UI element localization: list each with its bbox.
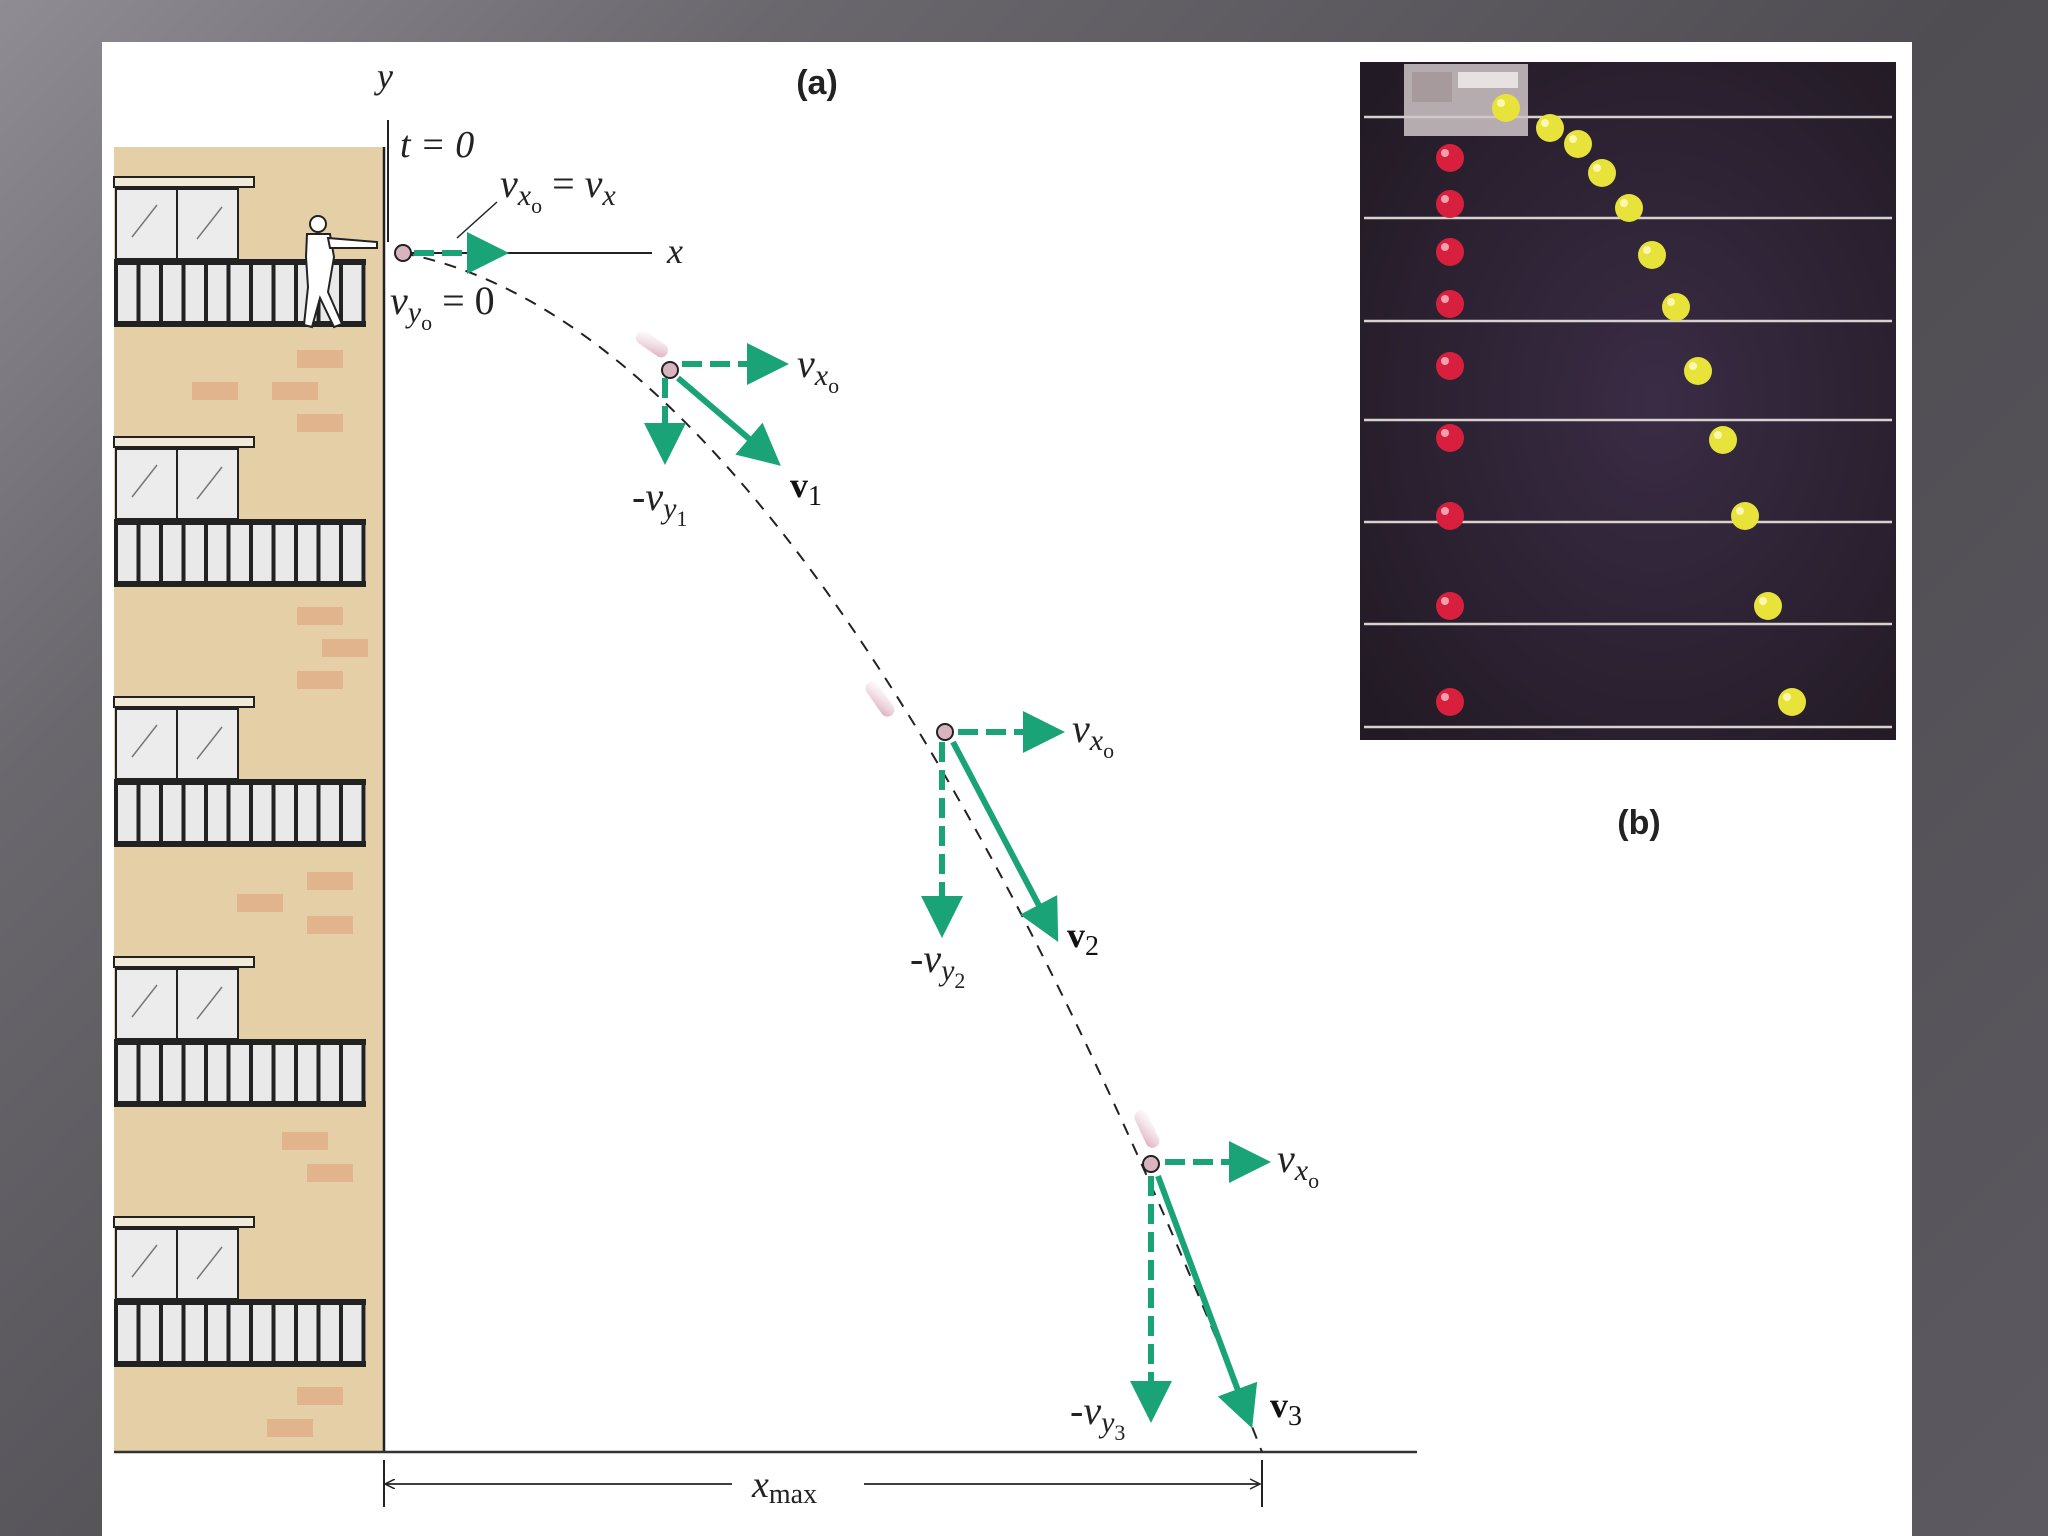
- photo-grid-lines: [1364, 115, 1892, 729]
- axis-y-label: y: [374, 56, 393, 96]
- trajectory-point-3: vxo -vy3 v3: [1070, 1110, 1319, 1445]
- trajectory-curve: [401, 252, 1263, 1453]
- ball-point-3: [1142, 1155, 1160, 1173]
- axis-x-label: x: [666, 231, 683, 271]
- vx0-leader-line: [456, 201, 498, 239]
- panel-b-label: (b): [1617, 804, 1660, 842]
- balcony-3: [113, 696, 366, 847]
- building: [113, 147, 386, 1452]
- vx-label-1: vxo: [797, 341, 839, 398]
- ball-point-1: [661, 361, 679, 379]
- projectile-figure: xmax y x (a) t = 0 vxo=vx vyo= 0 vxo -vy…: [113, 56, 1896, 1510]
- panel-a-label: (a): [796, 64, 838, 102]
- v-arrow-2: [950, 740, 1059, 942]
- balcony-5: [113, 1216, 366, 1367]
- range-dimension: xmax: [383, 1460, 1263, 1510]
- t0-label: t = 0: [400, 124, 474, 166]
- v-arrow-3: [1155, 1174, 1258, 1429]
- balcony-2: [113, 436, 366, 587]
- vy0-eq-label: vyo= 0: [390, 278, 495, 335]
- yellow-ball-sequence: [1492, 94, 1806, 716]
- bricks: [192, 350, 368, 1437]
- v-label-1: v1: [790, 465, 822, 512]
- vy-label-3: -vy3: [1070, 1388, 1125, 1445]
- v-label-3: v3: [1270, 1385, 1302, 1432]
- balcony-4: [113, 956, 366, 1107]
- vx-label-3: vxo: [1277, 1136, 1319, 1193]
- coordinate-axes: y x: [374, 56, 683, 271]
- range-label: xmax: [751, 1464, 817, 1510]
- ball-point-2: [936, 723, 954, 741]
- red-ball-sequence: [1436, 144, 1464, 716]
- trajectory-point-1: vxo -vy1 v1: [632, 330, 839, 531]
- vx0-eq-label: vxo=vx: [500, 161, 616, 218]
- vy-label-1: -vy1: [632, 474, 687, 531]
- ball-initial: [394, 244, 412, 262]
- vx-label-2: vxo: [1072, 706, 1114, 763]
- v-label-2: v2: [1067, 915, 1099, 962]
- v-arrow-1: [676, 375, 781, 466]
- trajectory-point-2: vxo -vy2 v2: [865, 681, 1114, 993]
- balconies: [113, 176, 366, 1367]
- person-icon: [302, 215, 378, 329]
- vy-label-2: -vy2: [910, 936, 965, 993]
- slide: xmax y x (a) t = 0 vxo=vx vyo= 0 vxo -vy…: [102, 42, 1912, 1536]
- panel-b-photo: [1360, 62, 1896, 740]
